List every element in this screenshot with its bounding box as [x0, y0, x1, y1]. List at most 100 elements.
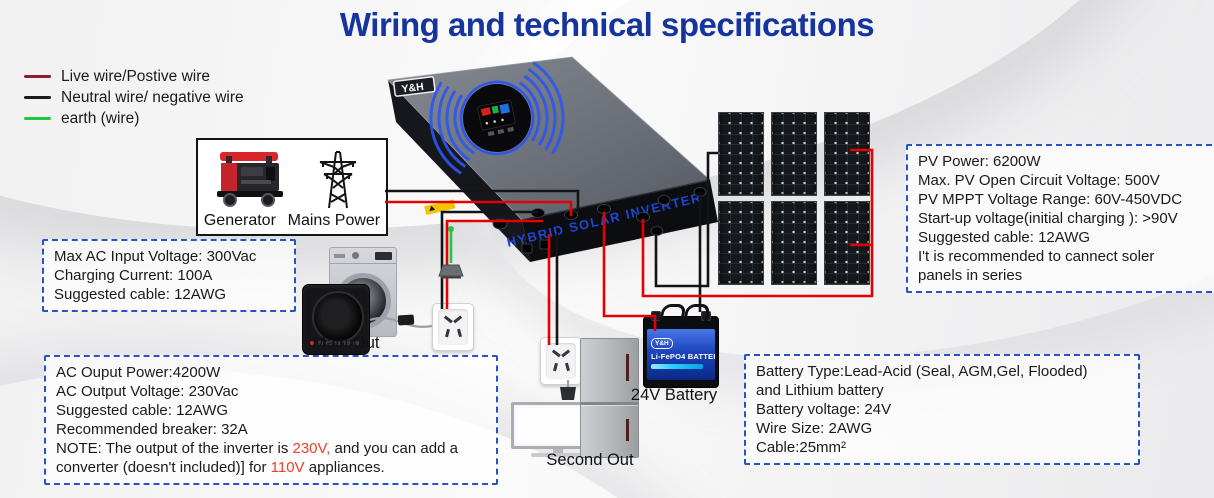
spec-line: I't is recommended to cannect soler	[918, 248, 1155, 265]
mains-power-tower-icon	[319, 151, 357, 209]
main-out-socket	[432, 303, 474, 351]
spec-line: PV MPPT Voltage Range: 60V-450VDC	[918, 191, 1183, 208]
second-out-socket	[540, 337, 582, 385]
inverter-left-face	[388, 80, 530, 262]
legend-row-neutral: Neutral wire/ negative wire	[24, 87, 244, 108]
wire-generator-neutral	[385, 189, 580, 213]
spec-line: Suggested cable: 12AWG	[56, 402, 229, 419]
display-arc-decoration	[429, 61, 565, 175]
battery-unit: Y&H Li-FePO4 BATTERY	[643, 304, 719, 388]
wire-generator-live	[385, 200, 573, 216]
spec-line: AC Output Voltage: 230Vac	[56, 383, 239, 400]
solar-panel	[824, 201, 870, 285]
wire-main-out-neutral	[440, 210, 538, 309]
socket-slot	[561, 349, 570, 358]
socket-slot	[552, 349, 561, 358]
solar-panel	[824, 112, 870, 196]
legend-row-earth: earth (wire)	[24, 108, 244, 129]
note-segment: 230V,	[292, 440, 331, 457]
legend-label: Neutral wire/ negative wire	[61, 88, 244, 106]
battery-spec-box: Battery Type:Lead-Acid (Seal, AGM,Gel, F…	[744, 354, 1140, 465]
washer-brand-mark	[334, 253, 345, 258]
wire-pv-negative	[654, 151, 718, 288]
speaker-led	[310, 341, 314, 345]
inverter-top-face	[387, 56, 711, 221]
ac-output-note: NOTE: The output of the inverter is 230V…	[56, 439, 486, 477]
fridge-handle	[626, 419, 629, 441]
solar-panel	[771, 201, 817, 285]
solar-panel	[718, 112, 764, 196]
battery-label: 24V Battery	[630, 386, 718, 404]
note-segment: appliances.	[304, 459, 385, 476]
inverter-display	[429, 61, 565, 175]
battery-handle	[683, 304, 711, 321]
plug	[560, 387, 576, 400]
battery-label-face: Y&H Li-FePO4 BATTERY	[647, 329, 715, 380]
earth-ground-icon	[438, 264, 464, 279]
spec-line: PV Power: 6200W	[918, 153, 1041, 170]
inverter-ports	[492, 187, 707, 254]
spec-line: Battery Type:Lead-Acid (Seal, AGM,Gel, F…	[756, 363, 1088, 380]
mains-power-label: Mains Power	[287, 212, 381, 229]
fridge-handle	[626, 354, 629, 381]
spec-line: AC Ouput Power:4200W	[56, 364, 221, 381]
speaker-controls	[317, 341, 362, 345]
socket-face	[438, 309, 468, 345]
power-source-icons	[198, 140, 386, 212]
spec-line: and Lithium battery	[756, 382, 884, 399]
inverter-brand-logo: Y&H	[393, 76, 436, 97]
power-source-labels: Generator Mains Power	[198, 212, 386, 234]
display-screen	[477, 99, 516, 131]
note-segment: 110V	[270, 459, 305, 476]
battery-label-stripe	[651, 364, 703, 369]
spec-line: Suggested cable: 12AWG	[918, 229, 1091, 246]
note-segment: NOTE: The output of the inverter is	[56, 440, 293, 457]
socket-face	[546, 343, 576, 379]
second-out-label: Second Out	[546, 451, 634, 469]
hybrid-inverter: Y&H HYBRID SOLAR INVERTER	[387, 56, 718, 262]
warning-sticker-icon	[424, 199, 456, 215]
spec-line: Battery voltage: 24V	[756, 401, 892, 418]
inverter-front-face	[522, 180, 718, 262]
battery-type-text: Li-FePO4 BATTERY	[651, 352, 715, 361]
ac-output-spec-lines: AC Ouput Power:4200W AC Output Voltage: 2…	[56, 363, 486, 439]
washer-display	[375, 251, 392, 260]
earth-wire-swatch	[24, 116, 51, 121]
fridge-door-split	[581, 402, 638, 405]
washer-knob	[352, 252, 359, 259]
generator-icon	[217, 152, 283, 207]
ground-port	[448, 226, 454, 232]
socket-slot	[444, 315, 453, 324]
main-out-label: Main Out	[312, 334, 380, 352]
spec-line: Max AC Input Voltage: 300Vac	[54, 248, 257, 265]
spec-line: Suggested cable: 12AWG	[54, 286, 227, 303]
wire-battery-live	[602, 212, 657, 331]
socket-slot	[553, 362, 558, 372]
solar-panel	[771, 112, 817, 196]
tv-stand-base	[531, 453, 585, 457]
socket-slot	[456, 328, 461, 338]
washer-control-panel	[330, 248, 396, 264]
generator-label: Generator	[203, 212, 276, 229]
battery-brand-badge: Y&H	[651, 338, 673, 349]
page-title: Wiring and technical specifications	[339, 6, 875, 43]
note-segment: and you can add a converter (doesn't inc…	[56, 440, 458, 476]
legend-label: Live wire/Postive wire	[61, 67, 211, 85]
tv-stand-neck	[553, 449, 563, 454]
spec-line: Cable:25mm²	[756, 439, 847, 456]
ac-output-spec-box: AC Ouput Power:4200W AC Output Voltage: 2…	[44, 355, 498, 485]
plug	[397, 314, 415, 326]
svg-text:Y&H: Y&H	[401, 81, 424, 96]
refrigerator-appliance	[580, 338, 639, 458]
wire-main-out-live	[445, 219, 543, 309]
spec-line: Charging Current: 100A	[54, 267, 213, 284]
spec-line: Start-up voltage(initial charging ): >90…	[918, 210, 1178, 227]
inverter-front-text: HYBRID SOLAR INVERTER	[505, 190, 703, 250]
socket-slot	[453, 315, 462, 324]
speaker-appliance	[302, 284, 370, 355]
solar-panel-array	[718, 112, 870, 285]
legend-label: earth (wire)	[61, 109, 140, 127]
